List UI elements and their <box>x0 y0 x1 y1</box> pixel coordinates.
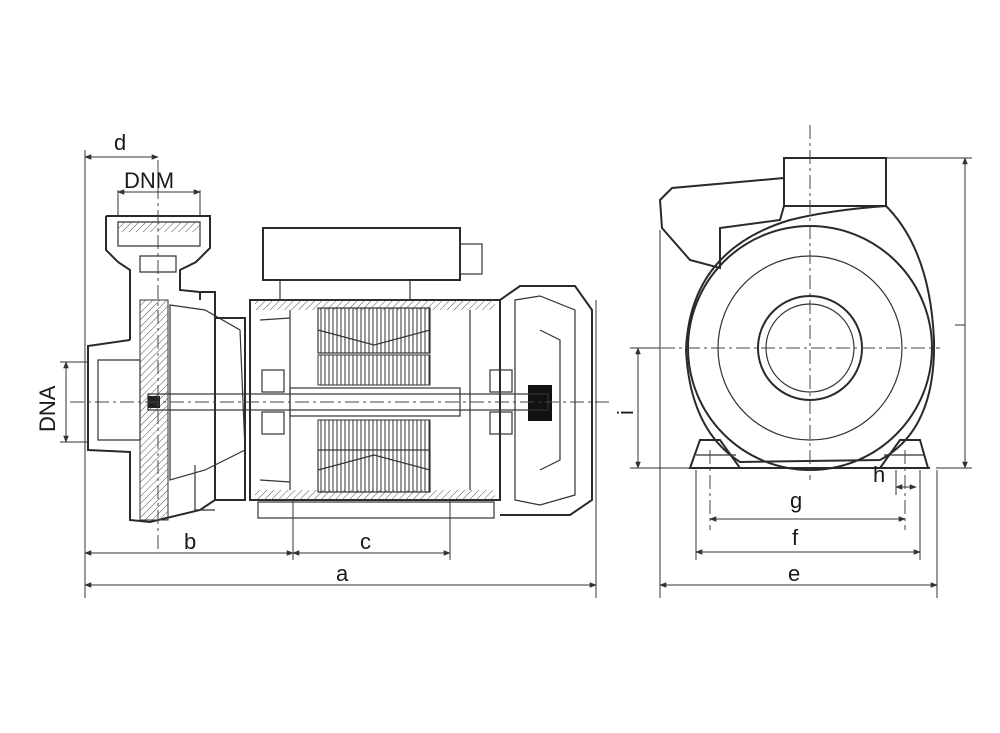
label-e: e <box>788 561 800 586</box>
label-b: b <box>184 529 196 554</box>
label-f: f <box>792 525 799 550</box>
side-view <box>70 160 610 550</box>
outlet-flange-right <box>106 215 211 300</box>
fan-cover <box>499 285 593 516</box>
label-c: c <box>360 529 371 554</box>
stator-winding-bottom <box>317 449 431 493</box>
outlet-flange-left <box>105 216 131 340</box>
pump-casing-outline <box>87 291 216 524</box>
label-i: i <box>613 410 638 415</box>
front-view <box>636 125 940 530</box>
label-a: a <box>336 561 349 586</box>
label-g: g <box>790 488 802 513</box>
outlet-nozzle <box>783 157 887 207</box>
label-dnm: DNM <box>124 168 174 193</box>
label-d: d <box>114 130 126 155</box>
foot-left <box>688 439 742 469</box>
motor-housing-top <box>658 176 785 270</box>
stator-winding-top <box>317 307 431 354</box>
volute-outline <box>684 205 936 464</box>
terminal-box <box>262 227 461 281</box>
side-dimensions <box>60 150 597 598</box>
label-h: h <box>873 462 885 487</box>
front-dimensions <box>630 157 972 598</box>
label-dna: DNA <box>35 385 60 432</box>
foot-right <box>878 439 930 469</box>
motor-foot <box>257 501 495 519</box>
